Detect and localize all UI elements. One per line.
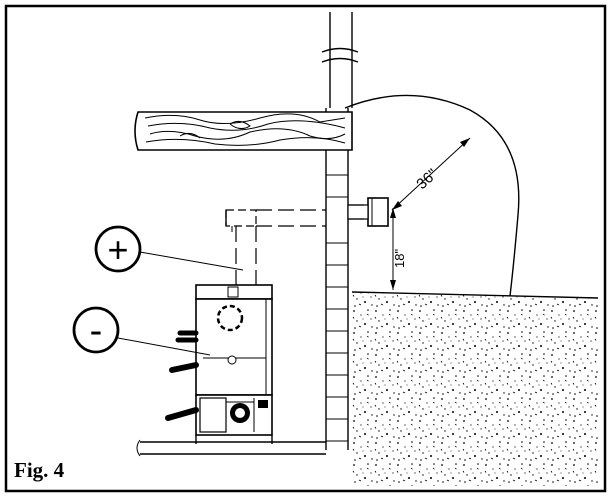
masonry-chimney <box>325 108 349 450</box>
clearance-arc <box>344 94 520 297</box>
termination-cap <box>347 197 389 227</box>
figure-caption: Fig. 4 <box>14 458 65 482</box>
floor <box>136 439 326 457</box>
dimension-18-label: 18" <box>392 249 407 268</box>
horizontal-vent-pipe <box>256 204 368 227</box>
dimension-36: 36" <box>391 137 471 211</box>
pellet-stove <box>165 284 273 444</box>
ground-soil <box>351 291 599 486</box>
minus-label: - <box>90 310 103 352</box>
negative-pressure-callout: - <box>72 306 211 356</box>
dimension-36-label: 36" <box>413 166 441 193</box>
chimney-pipe-top <box>321 12 359 108</box>
positive-pressure-callout: + <box>94 225 244 273</box>
plus-label: + <box>107 229 128 270</box>
tee-fitting <box>225 209 257 232</box>
figure-frame <box>4 4 607 493</box>
wood-beam <box>134 111 353 151</box>
dimension-18: 18" <box>390 208 407 290</box>
